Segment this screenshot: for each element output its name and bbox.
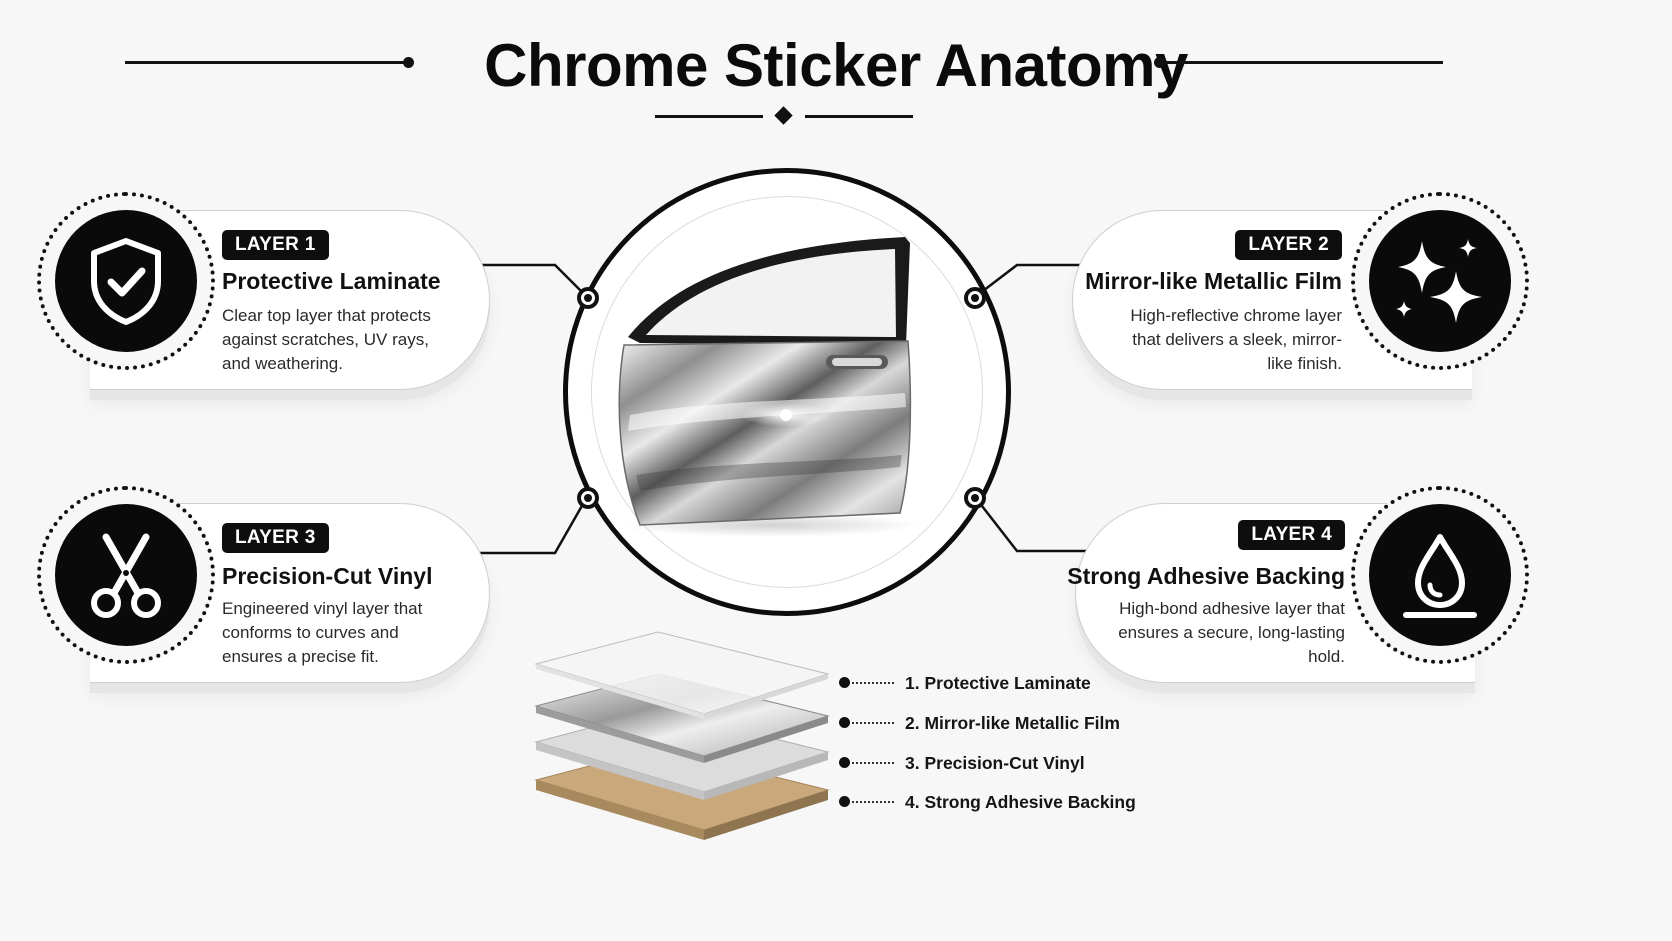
title-dot-right	[1154, 57, 1165, 68]
layer-description: High-bond adhesive layer that ensures a …	[1118, 599, 1345, 666]
legend-leader	[852, 801, 894, 803]
legend-dot	[839, 717, 850, 728]
stack-legend-item-3: 3. Precision-Cut Vinyl	[905, 753, 1085, 773]
layer-stack-illustration	[534, 631, 830, 840]
layer-title: Strong Adhesive Backing	[1067, 563, 1345, 589]
stack-legend-item-2: 2. Mirror-like Metallic Film	[905, 713, 1120, 733]
connector-node-2	[964, 287, 986, 309]
layer-badge: LAYER 4	[1238, 520, 1345, 550]
center-circle-inner	[591, 196, 983, 588]
legend-leader	[852, 682, 894, 684]
layer-title: Precision-Cut Vinyl	[222, 563, 433, 589]
layer-description: High-reflective chrome layer that delive…	[1130, 306, 1342, 373]
scissors-icon	[55, 504, 197, 646]
sparkles-icon	[1369, 210, 1511, 352]
layer-badge: LAYER 1	[222, 230, 329, 260]
layer-description: Engineered vinyl layer that conforms to …	[222, 599, 423, 666]
connector-node-3	[577, 487, 599, 509]
water-drop-icon	[1369, 504, 1511, 646]
connector-node-4	[964, 487, 986, 509]
stack-legend-item-1: 1. Protective Laminate	[905, 673, 1091, 693]
layer-title: Mirror-like Metallic Film	[1085, 268, 1342, 294]
shield-check-icon	[55, 210, 197, 352]
layer-badge: LAYER 2	[1235, 230, 1342, 260]
legend-dot	[839, 677, 850, 688]
legend-leader	[852, 722, 894, 724]
stack-legend-item-4: 4. Strong Adhesive Backing	[905, 792, 1136, 812]
chrome-car-door-illustration	[618, 237, 920, 537]
page-title: Chrome Sticker Anatomy	[484, 32, 1188, 99]
layer-description: Clear top layer that protects against sc…	[222, 306, 431, 373]
subtitle-rule-left	[655, 115, 763, 118]
title-rule-right	[1160, 61, 1443, 64]
legend-leader	[852, 762, 894, 764]
layer-title: Protective Laminate	[222, 268, 441, 294]
layer-badge: LAYER 3	[222, 523, 329, 553]
title-dot-left	[403, 57, 414, 68]
legend-dot	[839, 757, 850, 768]
legend-dot	[839, 796, 850, 807]
connector-node-1	[577, 287, 599, 309]
subtitle-rule-right	[805, 115, 913, 118]
title-rule-left	[125, 61, 408, 64]
